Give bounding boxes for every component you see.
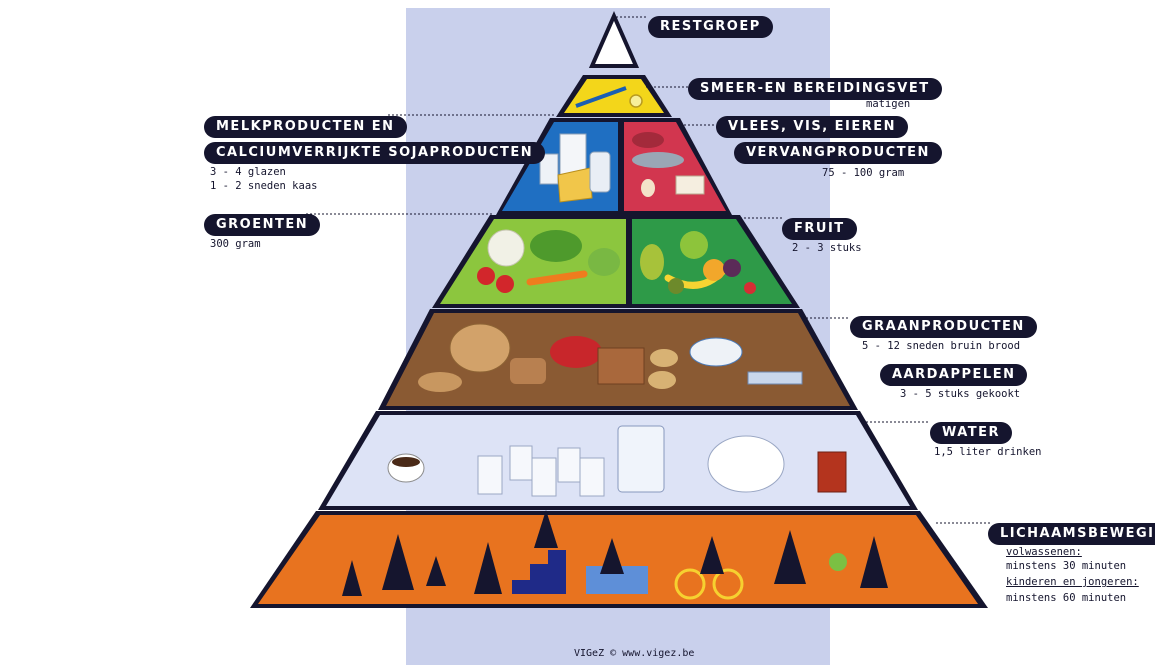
note-melk-1: 3 - 4 glazen <box>210 166 286 178</box>
note-aardappelen: 3 - 5 stuks gekookt <box>900 388 1021 400</box>
figure-icon-7 <box>700 536 724 574</box>
lettuce-icon <box>530 230 582 262</box>
tomato-icon-2 <box>496 275 514 293</box>
fish-icon <box>632 152 684 168</box>
tea-glass-icon <box>817 451 847 493</box>
egg-icon <box>641 179 655 197</box>
bicycle-wheel-icon <box>674 568 706 600</box>
water-glass-icon <box>477 455 503 495</box>
strawberry-icon <box>744 282 756 294</box>
bread-icon <box>449 323 511 373</box>
water-glass-icon-3 <box>531 457 557 497</box>
label-smeer-bereidingsvet: SMEER-EN BEREIDINGSVET <box>688 78 942 100</box>
label-lichaamsbeweging: LICHAAMSBEWEGING <box>988 523 1155 545</box>
label-vlees-1: VLEES, VIS, EIEREN <box>716 116 909 138</box>
figure-icon <box>342 560 362 596</box>
tier-restgroep <box>588 11 640 68</box>
note-groenten: 300 gram <box>210 238 261 250</box>
pear-icon <box>640 244 664 280</box>
note-beweging-1: volwassenen: <box>1006 546 1082 558</box>
label-graanproducten: GRAANPRODUCTEN <box>850 316 1037 338</box>
water-glass-icon-5 <box>579 457 605 497</box>
cauliflower-icon <box>487 229 525 267</box>
tomato-icon <box>477 267 495 285</box>
cabbage-icon <box>588 248 620 276</box>
figure-icon-9 <box>860 536 888 588</box>
bread-rolls-icon <box>418 372 462 392</box>
note-smeer: matigen <box>866 98 911 110</box>
figure-icon-2 <box>382 534 414 590</box>
potato-icon-2 <box>648 371 676 389</box>
label-water: WATER <box>930 422 1013 444</box>
tofu-icon <box>675 175 705 195</box>
bread-slices-icon <box>510 358 546 384</box>
water-glass-icon-4 <box>557 447 581 483</box>
note-graan: 5 - 12 sneden bruin brood <box>862 340 1021 352</box>
note-beweging-3: kinderen en jongeren: <box>1006 576 1139 588</box>
note-beweging-2: minstens 30 minuten <box>1006 560 1127 572</box>
label-groenten: GROENTEN <box>204 214 321 236</box>
label-vlees-2: VERVANGPRODUCTEN <box>734 142 942 164</box>
water-glass-icon-2 <box>509 445 533 481</box>
meat-icon <box>632 132 664 148</box>
orange-icon <box>703 259 725 281</box>
apple-icon <box>680 231 708 259</box>
credit-text: VIGeZ © www.vigez.be <box>574 648 695 659</box>
water-pitcher-icon <box>617 425 665 493</box>
figure-icon-3 <box>426 556 446 586</box>
milk-bottle-icon <box>589 151 611 193</box>
note-beweging-4: minstens 60 minuten <box>1006 592 1127 604</box>
carrot-icon <box>526 270 588 286</box>
note-fruit: 2 - 3 stuks <box>792 242 862 254</box>
fat-knife-icon <box>575 86 627 108</box>
milk-glass-icon <box>539 153 559 185</box>
pasta-box-icon <box>747 371 803 385</box>
cheese-icon <box>557 167 593 203</box>
figure-icon-5 <box>534 510 558 548</box>
note-water: 1,5 liter drinken <box>934 446 1042 458</box>
label-melkproducten-1: MELKPRODUCTEN EN <box>204 116 407 138</box>
label-fruit: FRUIT <box>782 218 857 240</box>
note-melk-2: 1 - 2 sneden kaas <box>210 180 318 192</box>
note-vlees: 75 - 100 gram <box>822 167 905 179</box>
bicycle-wheel-icon-2 <box>712 568 744 600</box>
label-restgroep: RESTGROEP <box>648 16 773 38</box>
teapot-icon <box>707 435 785 493</box>
kiwi-icon <box>668 278 684 294</box>
fat-oil-icon <box>629 94 643 108</box>
grape-icon <box>723 259 741 277</box>
rice-bowl-icon <box>689 337 743 367</box>
label-aardappelen: AARDAPPELEN <box>880 364 1028 386</box>
figure-icon-4 <box>474 542 502 594</box>
ball-icon <box>829 553 847 571</box>
crackers-icon <box>597 347 645 385</box>
label-melkproducten-2: CALCIUMVERRIJKTE SOJAPRODUCTEN <box>204 142 546 164</box>
stairs-icon <box>512 550 566 594</box>
figure-icon-6 <box>600 538 624 574</box>
milk-carton-icon <box>559 133 587 177</box>
coffee-icon <box>392 457 420 467</box>
figure-icon-8 <box>774 530 806 584</box>
leader-lines <box>306 16 990 524</box>
cereal-bowl-icon <box>550 336 602 368</box>
potato-icon <box>650 349 678 367</box>
